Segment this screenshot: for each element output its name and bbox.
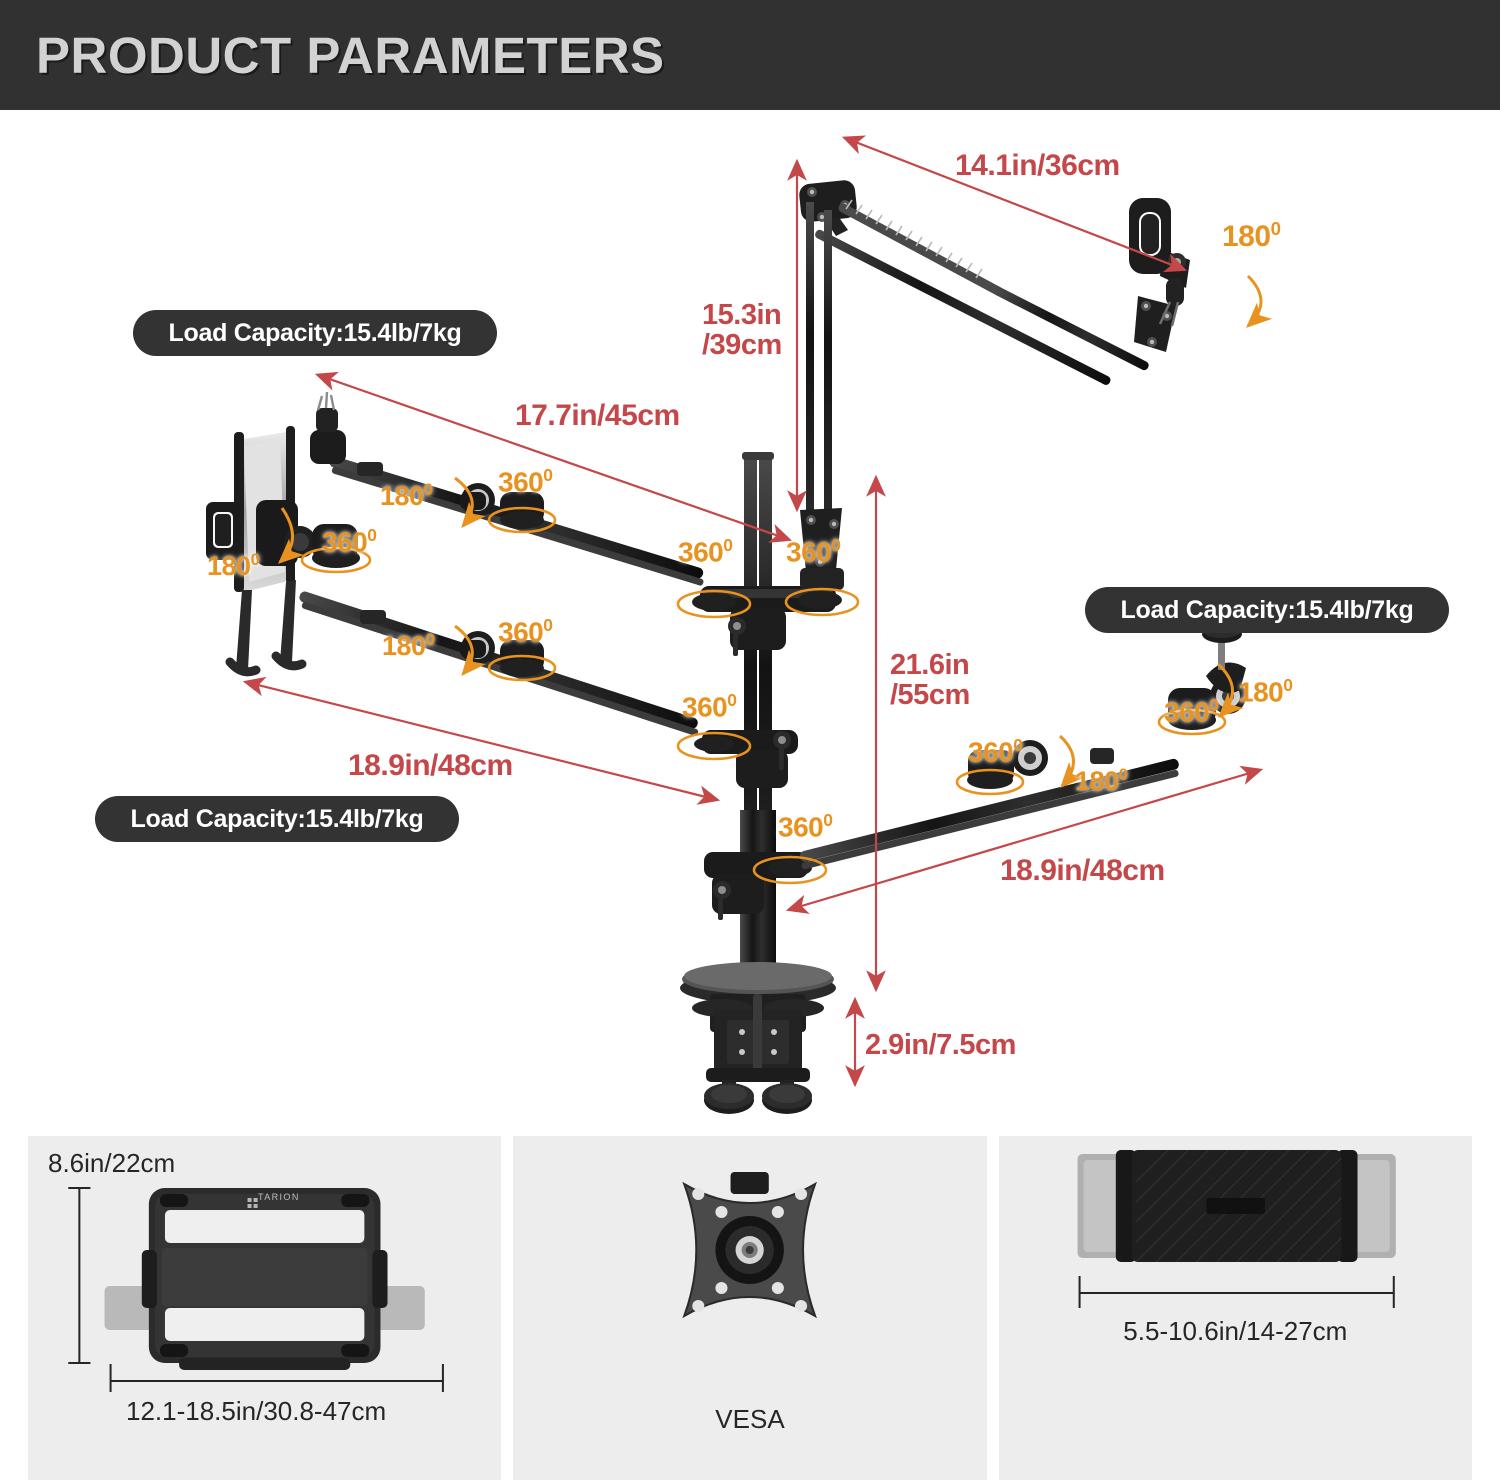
degree-icon: 0 <box>423 480 433 499</box>
vesa-caption: VESA <box>715 1404 785 1434</box>
degree-icon: 0 <box>1283 675 1293 695</box>
rotation-mic-holder-tilt: 1800 <box>1222 218 1281 254</box>
degree-icon: 0 <box>1118 765 1128 784</box>
header-bar: PRODUCT PARAMETERS <box>0 0 1500 110</box>
degree-icon: 0 <box>723 535 733 555</box>
page-title: PRODUCT PARAMETERS <box>36 27 665 84</box>
rotation-tablet-joint: 3600 <box>322 525 377 558</box>
desk-clamp-base <box>680 962 836 1114</box>
rotation-upper-arm-tilt: 1800 <box>380 480 433 512</box>
mic-boom-arm <box>799 180 1190 590</box>
dimension-lines <box>242 135 1264 1088</box>
rotation-upper-arm-joint: 3600 <box>498 465 553 498</box>
rotation-column-middle-collar: 3600 <box>682 690 737 723</box>
rotation-tablet-tilt: 1800 <box>207 550 260 582</box>
vesa-plate-artwork <box>682 1172 818 1319</box>
diagram-artwork <box>206 135 1273 1114</box>
degree-icon: 0 <box>425 630 435 649</box>
rotation-value: 360 <box>322 526 368 558</box>
dimension-mic-arm-height: 15.3in /39cm <box>702 299 782 362</box>
rotation-value: 360 <box>498 466 544 498</box>
rotation-value: 360 <box>1164 696 1210 728</box>
rotation-value: 180 <box>380 481 424 511</box>
degree-icon: 0 <box>1209 695 1219 715</box>
accessory-panels: 8.6in/22cm TARION 12.1-18.5in/30.8-47cm <box>0 1136 1500 1480</box>
dimension-upper-arm-reach: 17.7in/45cm <box>515 399 680 432</box>
middle-left-arm <box>299 591 699 736</box>
rotation-value: 180 <box>1222 220 1271 253</box>
rotation-right-inner-tilt: 1800 <box>1075 765 1128 797</box>
column-collar-lower <box>704 852 812 920</box>
rotation-value: 180 <box>207 551 251 581</box>
degree-icon: 0 <box>543 465 553 485</box>
rotation-value: 180 <box>1238 676 1284 708</box>
rotation-arcs <box>278 274 1273 885</box>
rotation-column-lower-collar: 3600 <box>778 810 833 843</box>
rotation-value: 360 <box>786 536 832 568</box>
rotation-value: 360 <box>778 811 824 843</box>
badge-load-upper-left: Load Capacity:15.4lb/7kg <box>133 310 497 356</box>
rotation-value: 360 <box>682 691 728 723</box>
laptop-tray-height-label: 8.6in/22cm <box>48 1148 176 1178</box>
dimension-clamp-height: 2.9in/7.5cm <box>865 1029 1016 1061</box>
tablet-holder-artwork <box>1077 1149 1396 1308</box>
dimension-middle-arm-reach: 18.9in/48cm <box>348 749 513 782</box>
rotation-value: 180 <box>1075 766 1119 796</box>
panel-laptop-tray: 8.6in/22cm TARION 12.1-18.5in/30.8-47cm <box>28 1136 502 1480</box>
laptop-tray-width-label: 12.1-18.5in/30.8-47cm <box>126 1396 387 1426</box>
panel-tablet-holder: 5.5-10.6in/14-27cm <box>998 1136 1472 1480</box>
rotation-right-inner-joint: 3600 <box>968 735 1023 768</box>
rotation-value: 360 <box>968 736 1014 768</box>
dimension-right-arm-reach: 18.9in/48cm <box>1000 854 1165 887</box>
degree-icon: 0 <box>1013 735 1023 755</box>
rotation-column-upper-collar: 3600 <box>678 535 733 568</box>
rotation-middle-arm-tilt: 1800 <box>382 630 435 662</box>
rotation-middle-arm-joint: 3600 <box>498 615 553 648</box>
badge-load-right: Load Capacity:15.4lb/7kg <box>1085 587 1449 633</box>
middle-arm-mid-joint <box>460 631 544 677</box>
right-arm <box>799 622 1246 870</box>
tablet-holder-width-label: 5.5-10.6in/14-27cm <box>1123 1316 1348 1346</box>
degree-icon: 0 <box>831 535 841 555</box>
dimension-column-height: 21.6in /55cm <box>890 649 970 712</box>
rotation-right-outer-joint: 3600 <box>1164 695 1219 728</box>
badge-load-lower-left: Load Capacity:15.4lb/7kg <box>95 796 459 842</box>
laptop-tray-brand: TARION <box>258 1192 300 1202</box>
column-collar-top <box>692 586 842 656</box>
product-diagram: 14.1in/36cm 15.3in /39cm 17.7in/45cm 18.… <box>0 110 1500 1130</box>
rotation-right-ballhead-tilt: 1800 <box>1238 675 1293 708</box>
rotation-value: 360 <box>678 536 724 568</box>
rotation-value: 180 <box>382 631 426 661</box>
degree-icon: 0 <box>823 810 833 830</box>
degree-icon: 0 <box>250 550 260 569</box>
dimension-mic-arm-reach: 14.1in/36cm <box>955 149 1120 182</box>
degree-icon: 0 <box>543 615 553 635</box>
panel-vesa-plate: VESA <box>513 1136 987 1480</box>
degree-icon: 0 <box>727 690 737 710</box>
laptop-tray-artwork <box>68 1187 444 1392</box>
rotation-value: 360 <box>498 616 544 648</box>
rotation-column-mic-collar: 3600 <box>786 535 841 568</box>
degree-icon: 0 <box>1270 218 1281 239</box>
degree-icon: 0 <box>367 525 377 545</box>
